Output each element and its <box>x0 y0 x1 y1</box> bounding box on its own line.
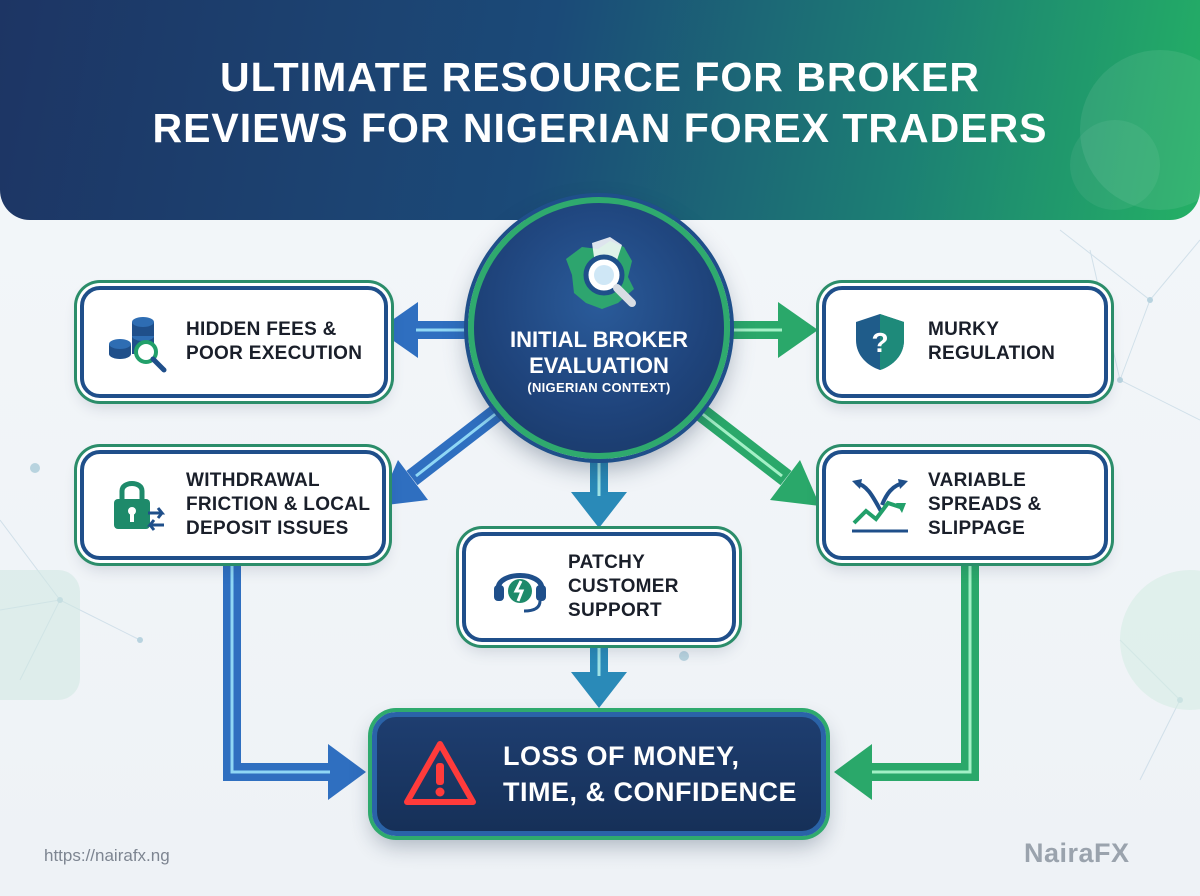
headset-broken-icon <box>494 573 546 613</box>
outcome-label-line: LOSS OF MONEY, <box>503 741 740 771</box>
node-label-line: HIDDEN FEES & <box>186 319 337 340</box>
header-glow-decoration <box>1070 120 1160 210</box>
svg-text:?: ? <box>871 327 888 358</box>
hub-subtitle: (NIGERIAN CONTEXT) <box>527 380 671 395</box>
node-label-line: CUSTOMER <box>568 576 679 597</box>
hub-title: INITIAL BROKER EVALUATION <box>474 327 724 379</box>
node-label-line: SUPPORT <box>568 600 662 621</box>
outcome-label-line: TIME, & CONFIDENCE <box>503 777 798 807</box>
node-label-line: REGULATION <box>928 343 1056 364</box>
footer-url: https://nairafx.ng <box>44 846 170 865</box>
node-label-line: FRICTION & LOCAL <box>186 494 371 515</box>
node-customer-support: PATCHY CUSTOMER SUPPORT <box>462 532 736 642</box>
arrow-hub-to-murky-regulation <box>726 302 818 358</box>
node-label: VARIABLE SPREADS & SLIPPAGE <box>928 469 1042 541</box>
node-label-line: POOR EXECUTION <box>186 343 363 364</box>
node-label: MURKY REGULATION <box>928 318 1055 366</box>
arrow-support-to-outcome <box>571 644 627 708</box>
diverging-arrows-chart-icon <box>852 479 908 533</box>
arrow-hub-to-hidden-fees <box>378 302 472 358</box>
node-withdrawal-friction: WITHDRAWAL FRICTION & LOCAL DEPOSIT ISSU… <box>80 450 386 560</box>
header-banner: ULTIMATE RESOURCE FOR BROKER REVIEWS FOR… <box>0 0 1200 220</box>
node-label-line: WITHDRAWAL <box>186 470 320 491</box>
node-label-line: PATCHY <box>568 552 646 573</box>
arrow-withdrawal-to-outcome <box>223 562 366 800</box>
node-label-line: VARIABLE <box>928 470 1027 491</box>
lock-transfer-icon <box>114 481 166 531</box>
node-label-line: MURKY <box>928 319 1000 340</box>
page-title: ULTIMATE RESOURCE FOR BROKER REVIEWS FOR… <box>0 52 1200 154</box>
hub-initial-broker-evaluation: INITIAL BROKER EVALUATION (NIGERIAN CONT… <box>468 197 730 459</box>
node-variable-spreads: VARIABLE SPREADS & SLIPPAGE <box>822 450 1108 560</box>
node-label: HIDDEN FEES & POOR EXECUTION <box>186 318 362 366</box>
arrow-variable-to-outcome <box>834 562 979 800</box>
shield-question-icon: ? <box>856 314 904 370</box>
hub-title-line: INITIAL BROKER <box>509 327 689 352</box>
brand-logo: NairaFX <box>1024 838 1130 868</box>
arrow-hub-to-variable-spreads <box>692 402 820 506</box>
page-title-line: REVIEWS FOR NIGERIAN FOREX TRADERS <box>152 105 1048 151</box>
hub-title-line: EVALUATION <box>529 353 669 378</box>
node-outcome-loss: LOSS OF MONEY, TIME, & CONFIDENCE <box>372 712 826 836</box>
node-label-line: DEPOSIT ISSUES <box>186 518 349 539</box>
node-murky-regulation: ? MURKY REGULATION <box>822 286 1108 398</box>
nigeria-map-magnifier-icon <box>566 237 636 309</box>
outcome-label: LOSS OF MONEY, TIME, & CONFIDENCE <box>503 738 797 810</box>
warning-triangle-icon <box>404 741 476 805</box>
page-title-line: ULTIMATE RESOURCE FOR BROKER <box>220 54 980 100</box>
node-hidden-fees: HIDDEN FEES & POOR EXECUTION <box>80 286 388 398</box>
node-label-line: SLIPPAGE <box>928 518 1026 539</box>
node-label: PATCHY CUSTOMER SUPPORT <box>568 551 679 623</box>
arrow-hub-to-withdrawal <box>378 402 506 506</box>
header-glow-decoration <box>1080 50 1200 210</box>
node-label: WITHDRAWAL FRICTION & LOCAL DEPOSIT ISSU… <box>186 469 370 541</box>
node-label-line: SPREADS & <box>928 494 1042 515</box>
arrow-hub-to-customer-support <box>571 456 627 528</box>
coins-search-icon <box>109 317 167 373</box>
